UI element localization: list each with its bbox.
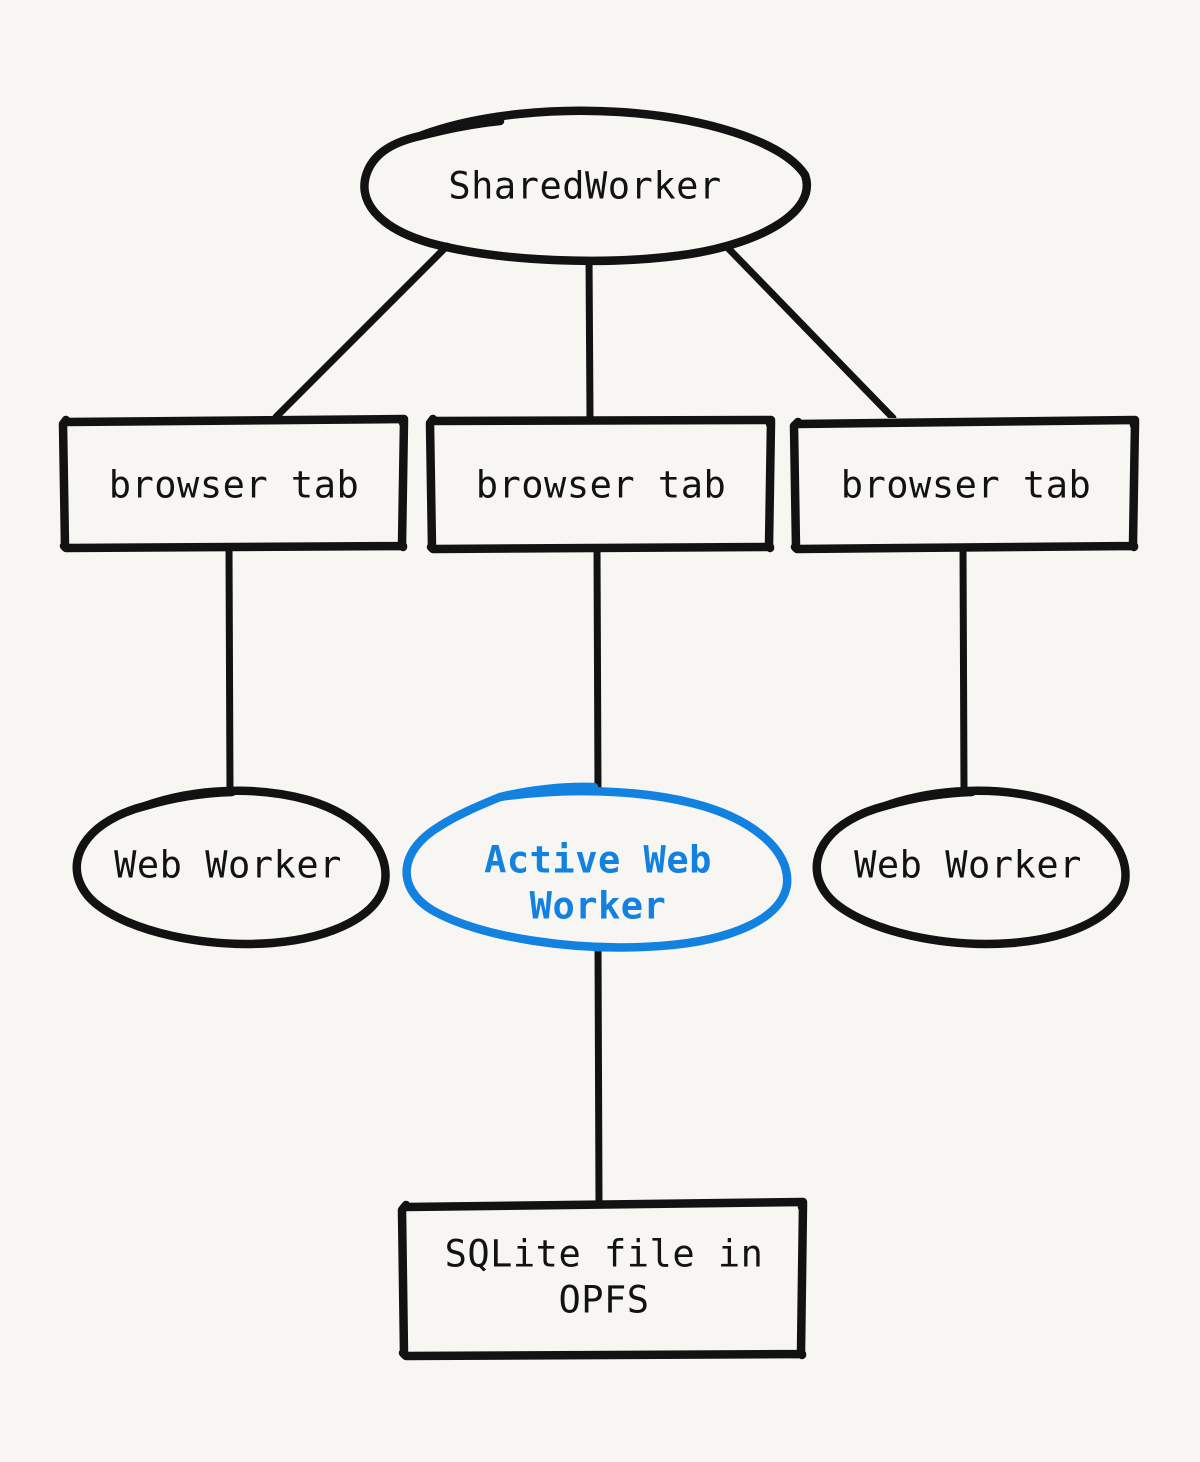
shared-worker-ellipse-outline [360, 106, 811, 266]
edges-layer [225, 242, 968, 1207]
browser-tab-right-label: browser tab [841, 464, 1092, 507]
shared-worker-ellipse-fill [361, 112, 809, 258]
sqlite-opfs-fill [403, 1202, 805, 1354]
node-shared-worker[interactable]: SharedWorker [360, 106, 811, 266]
sqlite-opfs-label-line2: OPFS [558, 1279, 649, 1322]
node-browser-tab-left[interactable]: browser tab [58, 414, 409, 553]
browser-tab-center-fill [430, 418, 772, 546]
edge-sharedworker-tab-right [723, 243, 897, 422]
node-web-worker-right[interactable]: Web Worker [808, 786, 1130, 949]
browser-tab-left-fill [63, 418, 405, 546]
browser-tab-left-label: browser tab [109, 464, 360, 507]
browser-tab-center-label: browser tab [476, 464, 727, 507]
browser-tab-right-fill [795, 418, 1137, 546]
web-worker-left-ellipse-outline [72, 786, 390, 949]
edge-sharedworker-tab-left [272, 242, 451, 423]
browser-tab-center-outline [425, 414, 776, 554]
node-web-worker-left[interactable]: Web Worker [68, 786, 390, 949]
edge-active-worker-sqlite [594, 940, 603, 1207]
node-browser-tab-right[interactable]: browser tab [789, 415, 1140, 554]
active-web-worker-label-line2: Worker [530, 885, 667, 928]
node-active-web-worker[interactable]: Active Web Worker [402, 782, 792, 952]
edge-tab-right-worker-right [959, 543, 968, 796]
web-worker-right-ellipse-outline [812, 786, 1130, 949]
web-worker-right-ellipse-fill [808, 788, 1128, 944]
node-sqlite-opfs[interactable]: SQLite file in OPFS [397, 1197, 808, 1361]
web-worker-right-label: Web Worker [854, 844, 1082, 887]
active-web-worker-label-line1: Active Web [484, 839, 712, 882]
edge-tab-left-worker-left [225, 543, 234, 797]
edge-tab-center-active-worker [593, 543, 602, 796]
shared-worker-label: SharedWorker [448, 165, 721, 208]
edge-sharedworker-tab-center [585, 251, 594, 421]
active-web-worker-ellipse-fill [406, 789, 790, 947]
web-worker-left-ellipse-fill [68, 788, 388, 944]
sqlite-opfs-label-line1: SQLite file in [445, 1233, 764, 1276]
node-browser-tab-center[interactable]: browser tab [425, 414, 776, 554]
browser-tab-right-outline [789, 415, 1140, 554]
browser-tab-left-outline [58, 414, 409, 553]
active-web-worker-ellipse-outline [402, 782, 792, 952]
web-worker-left-label: Web Worker [114, 844, 342, 887]
sqlite-opfs-outline [397, 1197, 808, 1361]
